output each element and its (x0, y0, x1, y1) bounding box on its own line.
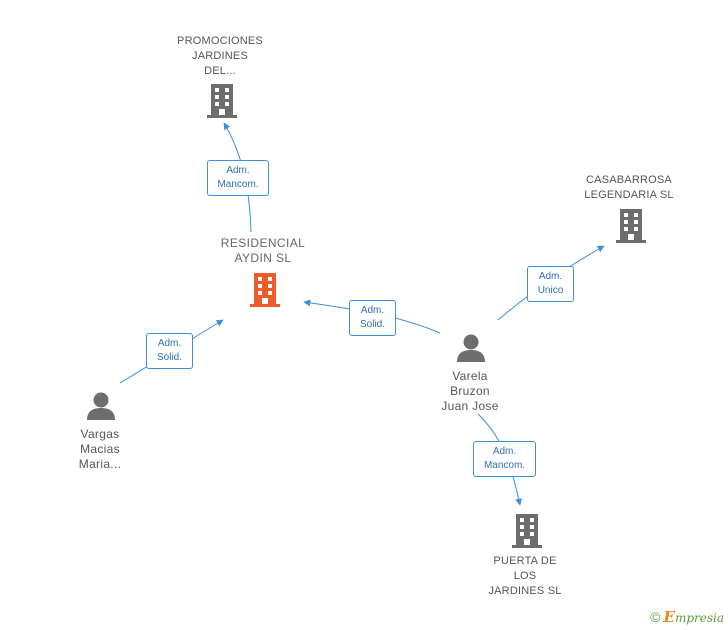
edge-label-varela-casabarrosa: Adm. Unico (527, 266, 574, 302)
node-label-varela[interactable]: Varela Bruzon Juan Jose (441, 369, 499, 413)
brand-logo-text: mpresia (674, 611, 724, 625)
person-icon[interactable] (87, 392, 115, 421)
node-label-puerta[interactable]: PUERTA DE LOS JARDINES SL (488, 555, 562, 597)
node-label-vargas[interactable]: Vargas Macias Maria... (78, 427, 122, 471)
person-icon[interactable] (457, 334, 485, 363)
building-icon[interactable] (250, 273, 280, 307)
copyright-icon: © (650, 609, 661, 625)
building-icon[interactable] (207, 84, 237, 118)
building-icon[interactable] (616, 209, 646, 243)
node-label-residencial[interactable]: RESIDENCIAL AYDIN SL (220, 236, 306, 265)
edge-label-varela-puerta: Adm. Mancom. (473, 441, 536, 477)
edge-label-residencial-promociones: Adm. Mancom. (207, 160, 269, 196)
building-icon[interactable] (512, 514, 542, 548)
edge-label-varela-residencial: Adm. Solid. (349, 300, 396, 336)
edge-label-vargas-residencial: Adm. Solid. (146, 333, 193, 369)
brand-logo-initial: E (663, 608, 675, 626)
node-label-casabarrosa[interactable]: CASABARROSA LEGENDARIA SL (584, 174, 674, 201)
node-label-promociones[interactable]: PROMOCIONES JARDINES DEL... (177, 35, 263, 77)
brand-footer[interactable]: ©Empresia (650, 608, 724, 626)
